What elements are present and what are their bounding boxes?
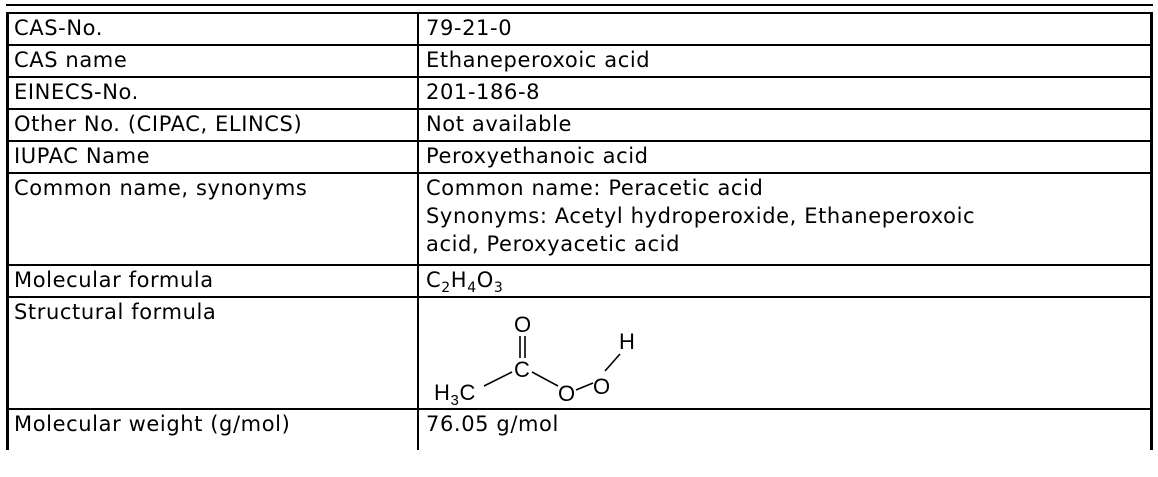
row-value-molecular-weight: 76.05 g/mol [418,408,1152,450]
table-row: Molecular formula C2H4O3 [7,264,1152,298]
row-value-iupac-name: Peroxyethanoic acid [418,140,1152,174]
row-value-cas-name: Ethaneperoxoic acid [418,44,1152,78]
row-label-common-name: Common name, synonyms [7,172,419,266]
table-row: Common name, synonyms Common name: Perac… [7,172,1152,266]
table-row: Molecular weight (g/mol) 76.05 g/mol [7,408,1152,450]
table-row: EINECS-No. 201-186-8 [7,76,1152,110]
row-value-other-no: Not available [418,108,1152,142]
formula-hydrogen-count: 4 [467,280,477,296]
formula-carbon-count: 2 [441,280,451,296]
structure-hydroxyl-hydrogen: H [619,329,636,354]
structure-methyl-bond [483,371,513,387]
row-label-molecular-weight: Molecular weight (g/mol) [7,408,419,450]
row-label-molecular-formula: Molecular formula [7,264,419,298]
structure-hydroxyl-oxygen: O [593,374,611,399]
synonyms-line-continued: acid, Peroxyacetic acid [426,232,680,256]
structure-carbonyl-carbon: C [514,357,531,382]
row-value-einecs-no: 201-186-8 [418,76,1152,110]
row-label-other-no: Other No. (CIPAC, ELINCS) [7,108,419,142]
row-label-iupac-name: IUPAC Name [7,140,419,174]
table-row: CAS-No. 79-21-0 [7,12,1152,46]
row-label-cas-no: CAS-No. [7,12,419,46]
formula-oxygen-count: 3 [493,280,504,296]
row-value-cas-no: 79-21-0 [418,12,1152,46]
table-row: IUPAC Name Peroxyethanoic acid [7,140,1152,174]
peracetic-acid-structure-diagram: O H C O O H3C [434,312,636,406]
formula-oxygen: O [476,268,494,292]
formula-hydrogen: H [450,268,468,292]
row-value-molecular-formula: C2H4O3 [418,264,1152,298]
table-row: Other No. (CIPAC, ELINCS) Not available [7,108,1152,142]
structure-bonds [483,336,621,391]
synonyms-line: Synonyms: Acetyl hydroperoxide, Ethanepe… [426,204,976,228]
structure-ester-oxygen: O [558,381,576,406]
row-label-structural-formula: Structural formula [7,296,419,410]
structure-peroxide-bond [575,382,594,391]
substance-identity-table: CAS-No. 79-21-0 CAS name Ethaneperoxoic … [6,12,1153,450]
table-row: Structural formula O H C O O H3C [7,296,1152,410]
table-row: CAS name Ethaneperoxoic acid [7,44,1152,78]
common-name-line: Common name: Peracetic acid [426,176,764,200]
row-value-structural-formula: O H C O O H3C [418,296,1152,410]
formula-carbon: C [426,268,442,292]
structure-carbon-oxygen-bond [531,371,559,387]
structure-hydroxyl-bond [604,353,621,372]
structure-methyl-group: H3C [434,380,476,406]
row-value-common-name: Common name: Peracetic acid Synonyms: Ac… [418,172,1152,266]
row-label-cas-name: CAS name [7,44,419,78]
top-border-rule [6,4,1153,6]
structure-carbonyl-oxygen: O [514,312,532,337]
row-label-einecs-no: EINECS-No. [7,76,419,110]
